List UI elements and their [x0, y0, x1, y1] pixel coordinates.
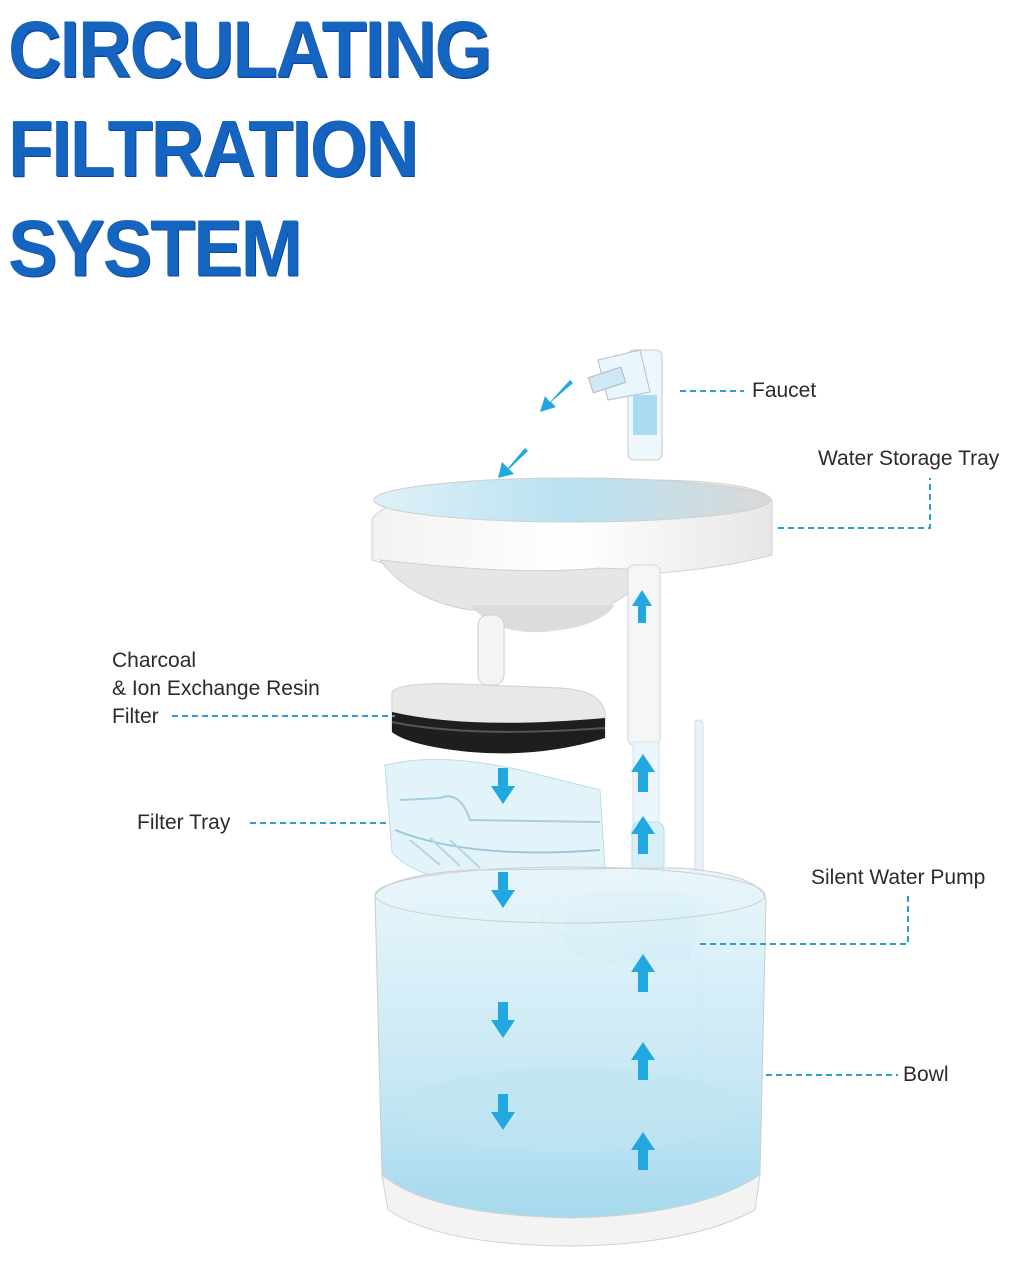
title-line-3: SYSTEM	[8, 203, 302, 293]
faucet-label: Faucet	[752, 379, 817, 402]
page-title: CIRCULATING FILTRATION SYSTEM	[8, 0, 492, 298]
flow-arrows	[491, 380, 655, 1170]
filter-tray-label: Filter Tray	[137, 811, 231, 834]
flow-arrow	[631, 754, 655, 792]
flow-arrow	[491, 872, 515, 908]
flow-arrow	[498, 448, 528, 478]
charcoal-filter-label-line-3: Filter	[112, 705, 159, 728]
flow-arrow	[491, 1094, 515, 1130]
flow-arrow	[631, 1132, 655, 1170]
charcoal-filter-label-line-2: & Ion Exchange Resin	[112, 677, 320, 700]
silent-water-pump-leader	[700, 896, 909, 945]
flow-arrow	[540, 380, 573, 412]
silent-water-pump-label: Silent Water Pump	[811, 866, 986, 889]
charcoal-filter-part	[391, 683, 606, 754]
filter-tray-part	[384, 759, 606, 888]
flow-arrow	[631, 954, 655, 992]
bowl-label: Bowl	[903, 1063, 949, 1086]
water-storage-tray-part	[371, 477, 773, 746]
flow-arrow	[491, 1002, 515, 1038]
flow-arrow	[631, 1042, 655, 1080]
bowl-part	[374, 866, 767, 1247]
flow-arrow	[631, 816, 655, 854]
water-storage-tray-label: Water Storage Tray	[818, 447, 1000, 470]
title-line-1: CIRCULATING	[8, 4, 492, 94]
flow-arrow	[632, 590, 652, 623]
leader-lines	[172, 390, 931, 1076]
water-storage-tray-leader	[778, 478, 931, 529]
flow-arrow	[491, 768, 515, 804]
charcoal-filter-label-line-1: Charcoal	[112, 649, 197, 672]
faucet-part	[587, 349, 663, 461]
title-line-2: FILTRATION	[8, 103, 419, 194]
